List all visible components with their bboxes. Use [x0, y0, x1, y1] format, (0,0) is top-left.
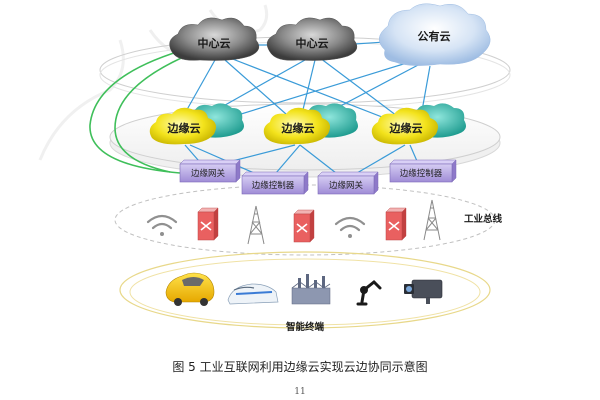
edge-cloud-1: 边缘云 — [149, 103, 244, 145]
radio-tower-icon-1 — [247, 205, 265, 245]
switch-icon-1 — [197, 207, 219, 241]
center-cloud-2-label: 中心云 — [296, 36, 329, 50]
edge-node-gateway-2: 边缘网关 — [317, 171, 379, 195]
edge-node-controller-2: 边缘控制器 — [389, 159, 457, 183]
radio-tower-icon-2 — [423, 199, 441, 241]
center-cloud-1-label: 中心云 — [198, 36, 231, 50]
smart-terminal-label: 智能终端 — [286, 321, 325, 333]
camera-icon — [404, 279, 443, 304]
center-cloud-1: 中心云 — [169, 17, 260, 61]
public-cloud: 公有云 — [379, 3, 491, 66]
edge-node-gateway-2-label: 边缘网关 — [329, 180, 364, 191]
robot-arm-icon — [356, 280, 382, 306]
switch-icon-3 — [385, 207, 407, 241]
public-cloud-label: 公有云 — [418, 29, 451, 43]
edge-node-controller-2-label: 边缘控制器 — [400, 168, 443, 179]
field-bus-label: 工业总线 — [464, 213, 503, 225]
edge-cloud-2-label: 边缘云 — [281, 121, 315, 135]
edge-cloud-2: 边缘云 — [263, 103, 358, 145]
car-icon — [165, 272, 215, 306]
edge-node-gateway-1: 边缘网关 — [179, 159, 241, 183]
edge-node-controller-1-label: 边缘控制器 — [252, 180, 295, 191]
factory-icon — [291, 274, 331, 305]
center-cloud-2: 中心云 — [266, 17, 358, 61]
wifi-icon-2 — [334, 216, 366, 238]
figure-caption: 图 5 工业互联网利用边缘云实现云边协同示意图 — [172, 359, 427, 374]
wifi-icon-1 — [146, 214, 178, 236]
page-number: 11 — [294, 387, 305, 397]
edge-cloud-3-label: 边缘云 — [389, 121, 423, 135]
terminal-layer-ring-inner — [129, 258, 481, 326]
edge-node-controller-1: 边缘控制器 — [241, 171, 309, 195]
edge-node-gateway-1-label: 边缘网关 — [191, 168, 226, 179]
green-links — [89, 47, 196, 174]
bullet-train-icon — [227, 283, 279, 305]
edge-cloud-3: 边缘云 — [371, 103, 466, 145]
switch-icon-2 — [293, 209, 315, 243]
edge-cloud-1-label: 边缘云 — [167, 121, 201, 135]
field-bus-ring — [114, 184, 496, 256]
terminal-layer-ring-outer — [119, 251, 491, 329]
